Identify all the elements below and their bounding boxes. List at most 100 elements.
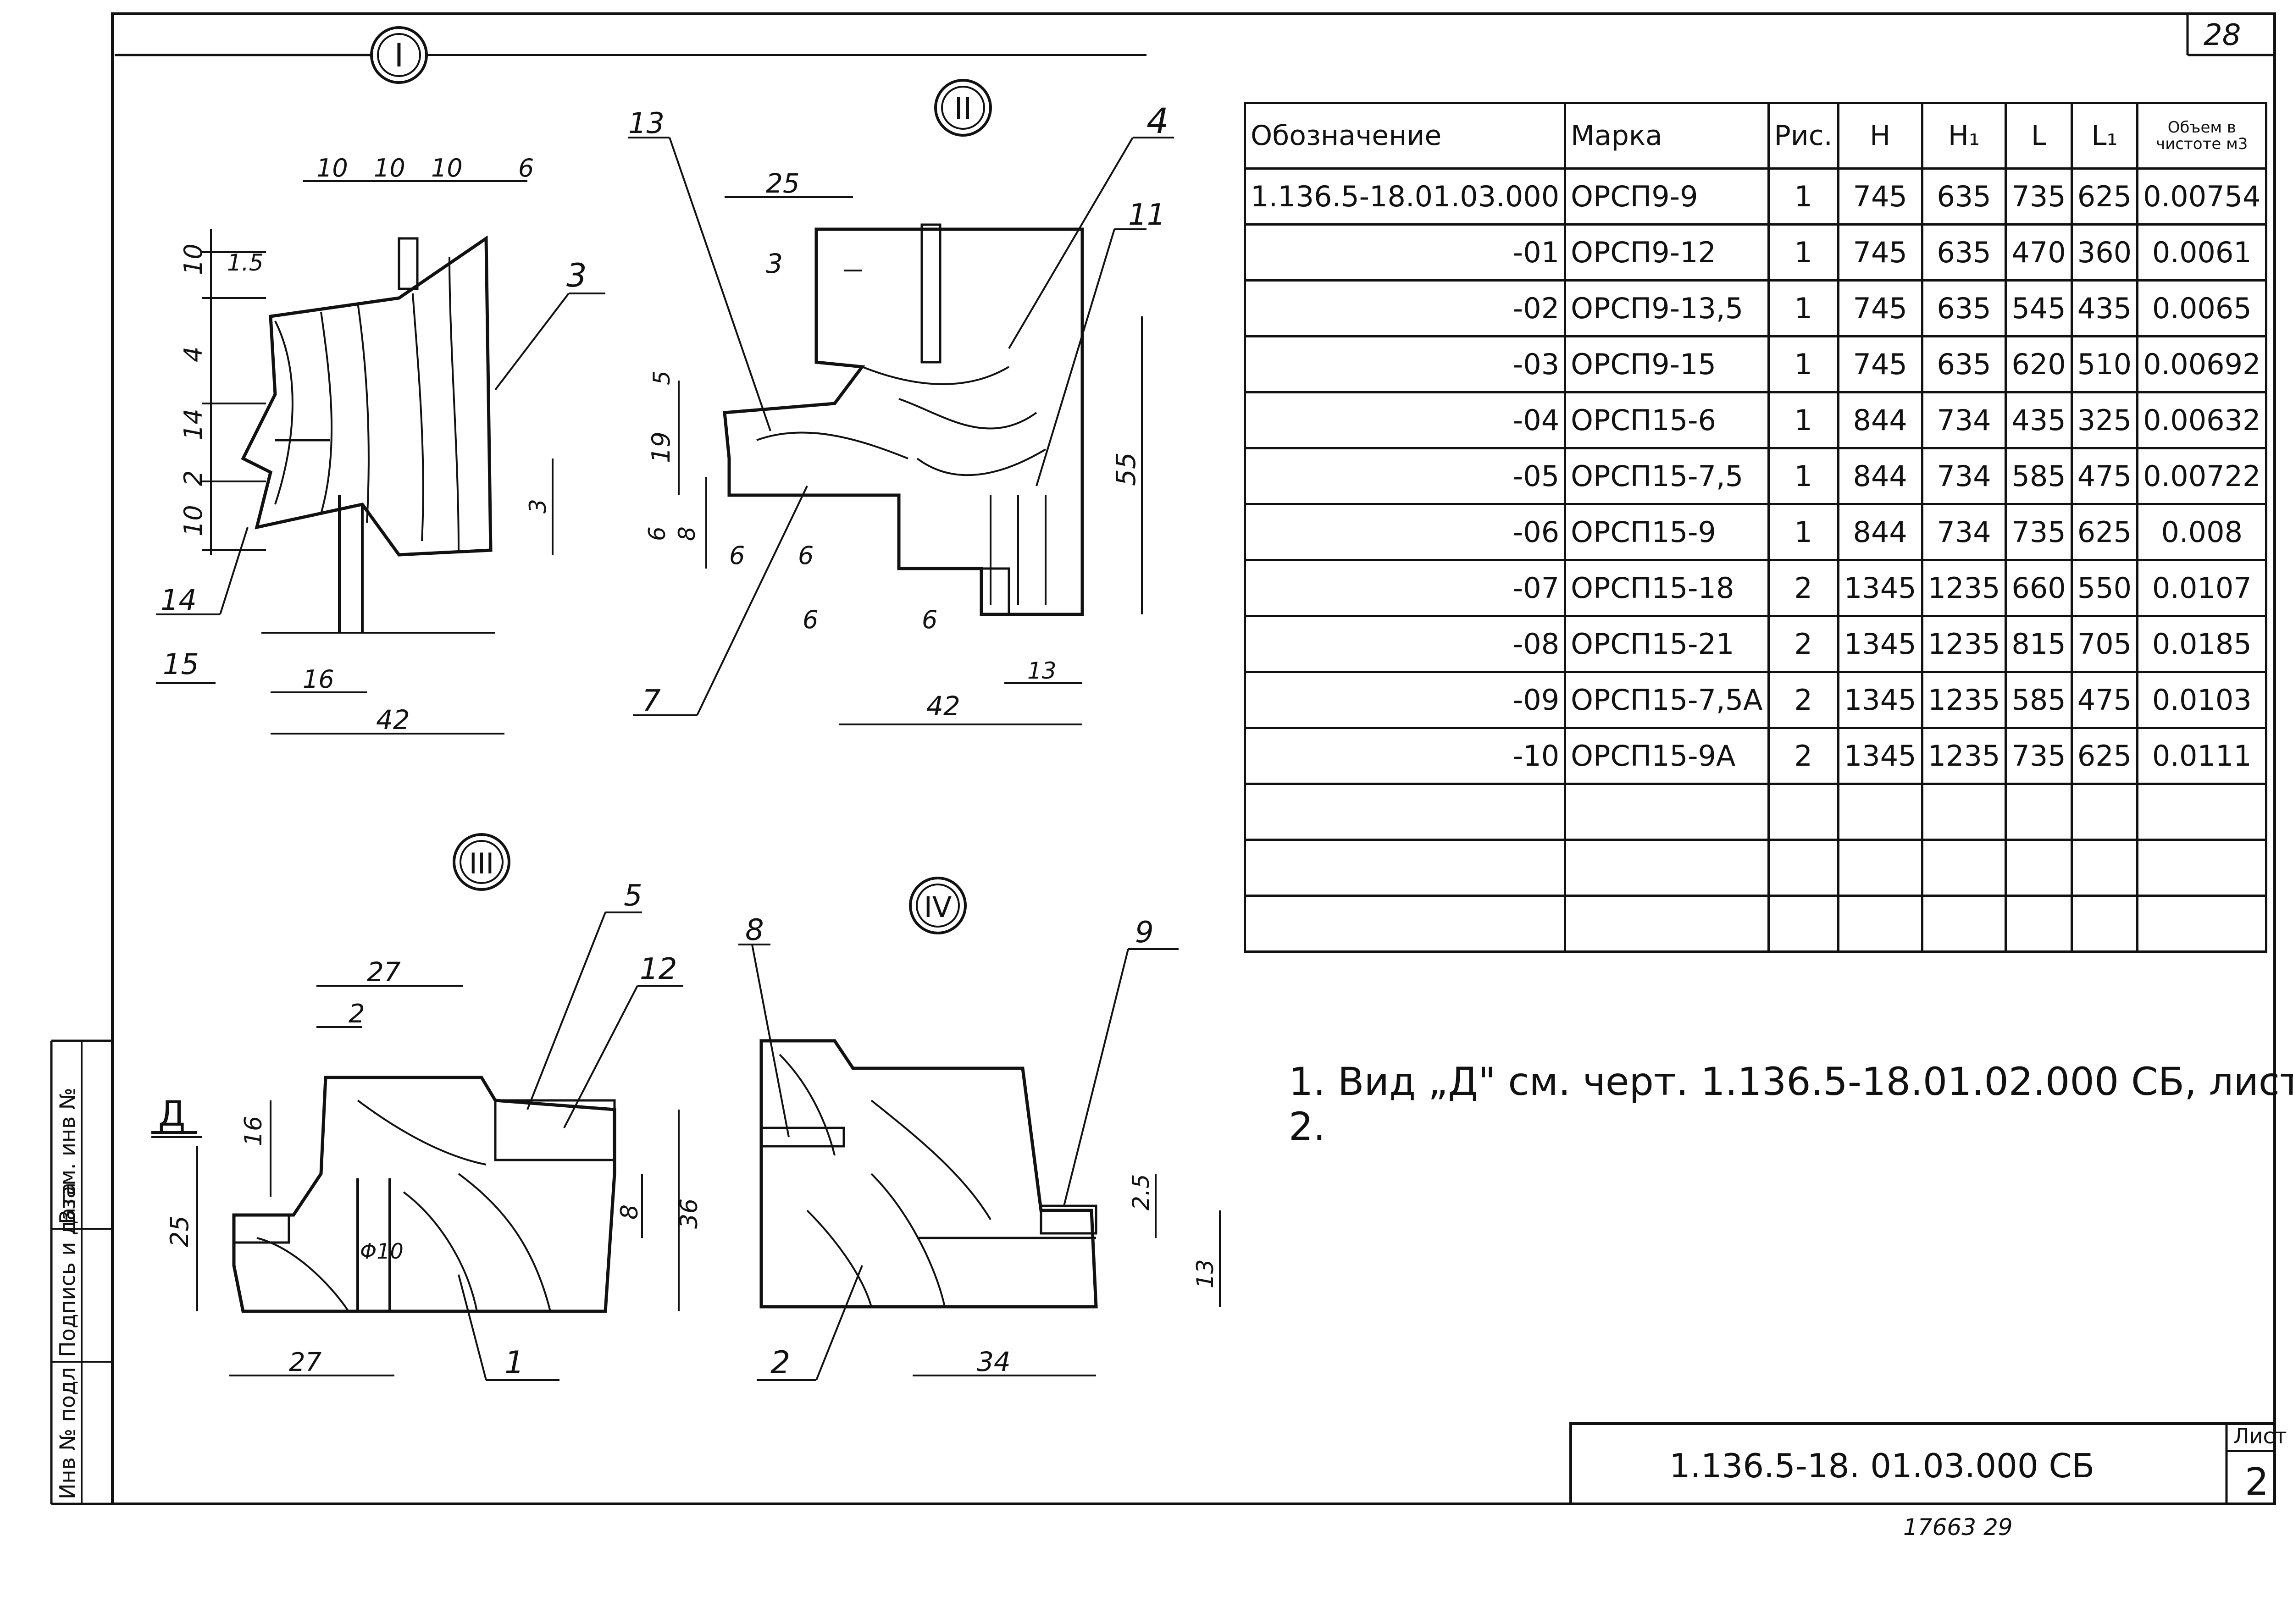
table-cell: -04: [1243, 391, 1567, 449]
table-cell: [2136, 783, 2268, 841]
specification-table: Обозначение Марка Рис. Н Н₁ L L₁ Объем в…: [1243, 102, 2268, 953]
view-letter: Д: [158, 1093, 185, 1134]
table-cell: 0.00754: [2136, 167, 2268, 226]
dim: 4: [179, 347, 208, 362]
table-cell: ОРСП15-9А: [1564, 727, 1770, 785]
callout: 11: [1128, 198, 1165, 232]
drawing-note: 1. Вид „Д" см. черт. 1.136.5-18.01.02.00…: [1289, 1059, 2293, 1149]
table-cell: 735: [2005, 167, 2073, 226]
table-cell: [1921, 839, 2007, 897]
table-row: [1243, 783, 2268, 841]
table-cell: -08: [1243, 615, 1567, 673]
table-cell: 815: [2005, 615, 2073, 673]
table-cell: [1243, 895, 1567, 953]
col-header: Марка: [1564, 102, 1770, 170]
section-I: [115, 26, 1146, 735]
table-cell: 635: [1921, 167, 2007, 226]
section-III-profile: [232, 1076, 616, 1313]
table-cell: 475: [2070, 671, 2139, 729]
table-cell: 585: [2005, 447, 2073, 505]
table-cell: [1837, 783, 1923, 841]
table-cell: 620: [2005, 335, 2073, 393]
col-header: L₁: [2070, 102, 2139, 170]
table-cell: [2136, 895, 2268, 953]
table-cell: [2070, 783, 2139, 841]
dim: 2: [349, 999, 365, 1029]
table-cell: [1767, 783, 1839, 841]
table-row: [1243, 839, 2268, 897]
page-number: 28: [2204, 18, 2241, 52]
dim: 14: [179, 409, 208, 440]
table-cell: 2: [1767, 671, 1839, 729]
dim: 16: [303, 665, 334, 694]
table-cell: 1.136.5-18.01.03.000: [1243, 167, 1567, 226]
dim: 8: [616, 1204, 643, 1220]
table-cell: [2005, 783, 2073, 841]
dim: 27: [367, 956, 401, 988]
table-cell: ОРСП15-6: [1564, 391, 1770, 449]
table-cell: 0.0103: [2136, 671, 2268, 729]
stamp-vzam-inv: Взам. инв №: [55, 1088, 80, 1224]
table-cell: -03: [1243, 335, 1567, 393]
callout: 13: [628, 106, 665, 140]
table-cell: [1767, 895, 1839, 953]
table-cell: 360: [2070, 223, 2139, 282]
sheet-number: 2: [2245, 1460, 2269, 1504]
callout: 5: [624, 879, 642, 913]
callout: 7: [642, 684, 661, 718]
section-IV-profile: [759, 1039, 1098, 1309]
col-header: Н₁: [1921, 102, 2007, 170]
table-cell: 705: [2070, 615, 2139, 673]
section-II-label: II: [954, 91, 972, 127]
col-header: Рис.: [1767, 102, 1839, 170]
callout: 4: [1146, 100, 1169, 141]
table-cell: 1: [1767, 167, 1839, 226]
table-cell: 745: [1837, 167, 1923, 226]
dim: 10: [179, 505, 208, 536]
table-header-row: Обозначение Марка Рис. Н Н₁ L L₁ Объем в…: [1243, 102, 2268, 170]
section-I-label: I: [394, 37, 404, 74]
table-cell: 325: [2070, 391, 2139, 449]
table-cell: ОРСП15-7,5А: [1564, 671, 1770, 729]
table-cell: 435: [2005, 391, 2073, 449]
table-cell: 435: [2070, 279, 2139, 337]
table-cell: ОРСП15-9: [1564, 503, 1770, 561]
dim: 25: [766, 168, 800, 199]
dim: 19: [647, 431, 676, 463]
callout: 2: [770, 1345, 790, 1381]
table-cell: -10: [1243, 727, 1567, 785]
table-cell: 734: [1921, 503, 2007, 561]
table-cell: 1345: [1837, 671, 1923, 729]
section-II: [628, 79, 1174, 725]
table-cell: 1: [1767, 391, 1839, 449]
dim: 42: [376, 704, 410, 735]
dim: 42: [926, 690, 960, 722]
archive-numbers: 17663 29: [1903, 1514, 2013, 1541]
col-header: Н: [1837, 102, 1923, 170]
dim: Φ10: [360, 1239, 404, 1264]
dim: 6: [922, 605, 937, 634]
table-cell: 1235: [1921, 671, 2007, 729]
table-cell: 660: [2005, 559, 2073, 617]
table-cell: 625: [2070, 167, 2139, 226]
table-cell: 844: [1837, 391, 1923, 449]
table-cell: 0.0185: [2136, 615, 2268, 673]
table-cell: 0.008: [2136, 503, 2268, 561]
col-header: Обозначение: [1243, 102, 1567, 170]
table-cell: 550: [2070, 559, 2139, 617]
dim: 6: [803, 605, 818, 634]
table-cell: [1564, 783, 1770, 841]
dim: 6: [729, 541, 745, 570]
dim: 1.5: [227, 249, 264, 276]
table-cell: 1345: [1837, 559, 1923, 617]
dim: 36: [676, 1199, 703, 1229]
section-III-label: III: [469, 847, 494, 880]
table-cell: ОРСП15-21: [1564, 615, 1770, 673]
table-cell: 2: [1767, 559, 1839, 617]
